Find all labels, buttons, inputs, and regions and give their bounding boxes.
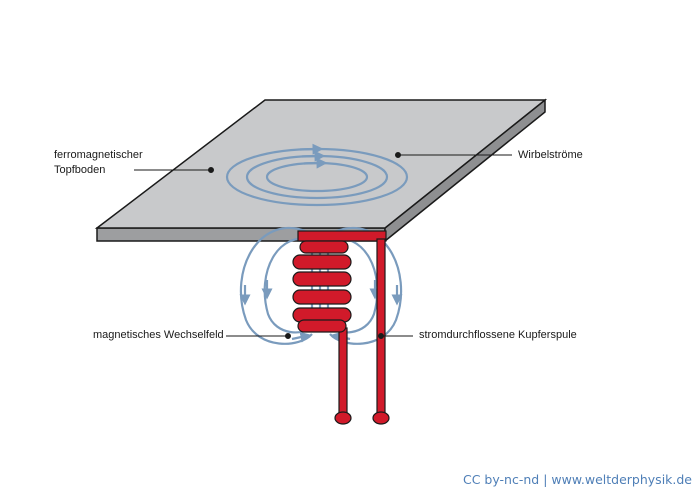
coil-winding-4	[292, 289, 352, 305]
copper-coil	[292, 230, 390, 425]
label-pan-line2: Topfboden	[54, 164, 106, 176]
leader-eddy-dot	[395, 152, 401, 158]
field-arrow-bottom-left	[291, 331, 312, 343]
coil-winding-3	[292, 271, 352, 287]
coil-winding-2	[292, 254, 352, 270]
coil-lead-right-end	[372, 411, 390, 425]
eddy-arrow-outer	[299, 143, 324, 155]
eddy-current-loops	[225, 143, 409, 207]
label-magnetic-field: magnetisches Wechselfeld	[93, 329, 224, 341]
coil-top-bar	[297, 230, 387, 242]
leader-lines	[134, 152, 512, 339]
label-eddy-currents: Wirbelströme	[518, 149, 583, 161]
leader-pan-dot	[208, 167, 214, 173]
label-copper-coil: stromdurchflossene Kupferspule	[419, 329, 577, 341]
coil-lead-left	[338, 327, 348, 417]
leader-coil-dot	[378, 333, 384, 339]
credit-line: CC by-nc-nd | www.weltderphysik.de	[463, 472, 692, 487]
label-pan-line1: ferromagnetischer	[54, 149, 143, 161]
leader-field-dot	[285, 333, 291, 339]
coil-winding-1	[299, 240, 349, 254]
field-line-left-inner	[263, 237, 315, 334]
coil-lead-left-end	[334, 411, 352, 425]
label-pan-bottom: ferromagnetischer Topfboden	[54, 148, 143, 178]
coil-lead-right	[376, 238, 386, 417]
eddy-arrow-middle	[301, 150, 326, 162]
eddy-arrow-inner	[303, 157, 328, 169]
field-line-left-outer	[239, 226, 313, 345]
coil-winding-6	[297, 319, 347, 333]
